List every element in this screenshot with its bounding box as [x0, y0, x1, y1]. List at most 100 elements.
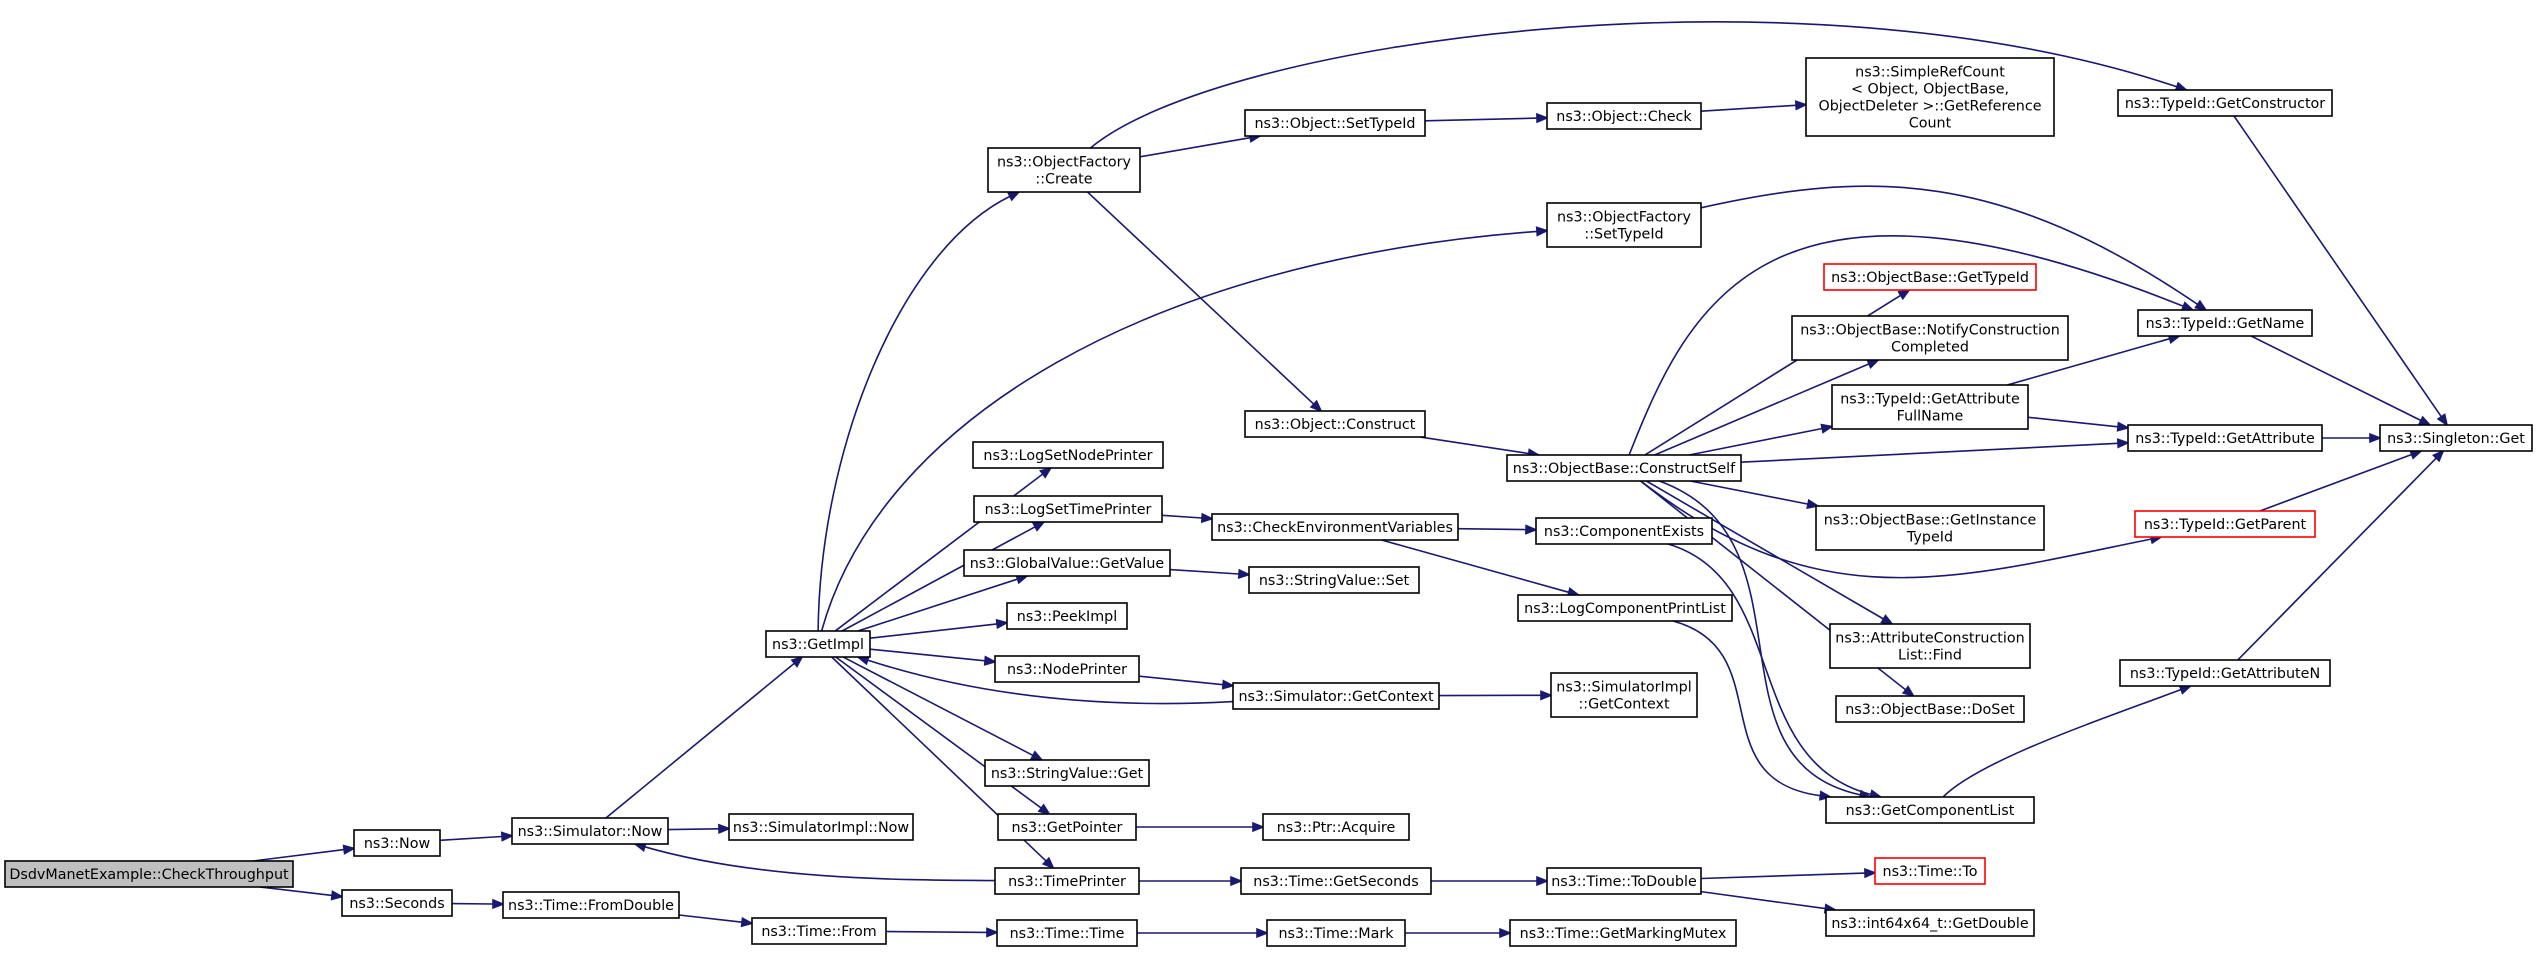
node-time-time[interactable]: ns3::Time::Time	[996, 919, 1138, 947]
node-box[interactable]	[1240, 867, 1432, 895]
node-box[interactable]	[728, 813, 914, 841]
node-stringvalue-set[interactable]: ns3::StringValue::Set	[1248, 566, 1420, 594]
node-box[interactable]	[1506, 454, 1742, 482]
node-box[interactable]	[1823, 263, 2037, 291]
node-typeid-getattribute[interactable]: ns3::TypeId::GetAttribute	[2127, 424, 2323, 452]
node-objectbase-doset[interactable]: ns3::ObjectBase::DoSet	[1835, 695, 2025, 723]
node-box[interactable]	[1517, 594, 1733, 622]
node-box[interactable]	[353, 829, 441, 857]
node-check-throughput[interactable]: DsdvManetExample::CheckThroughput	[4, 860, 294, 888]
node-box[interactable]	[1550, 672, 1698, 718]
node-box[interactable]	[502, 891, 680, 919]
node-box[interactable]	[341, 889, 453, 917]
node-time-to[interactable]: ns3::Time::To	[1874, 857, 1986, 885]
node-time-printer[interactable]: ns3::TimePrinter	[994, 867, 1140, 895]
node-stringvalue-get[interactable]: ns3::StringValue::Get	[984, 759, 1150, 787]
node-object-settypeid[interactable]: ns3::Object::SetTypeId	[1244, 109, 1426, 137]
node-box[interactable]	[2127, 424, 2323, 452]
node-objectfactory-settypeid[interactable]: ns3::ObjectFactory::SetTypeId	[1546, 202, 1702, 248]
node-box[interactable]	[1815, 505, 2045, 551]
node-box[interactable]	[973, 495, 1163, 523]
node-box[interactable]	[1546, 202, 1702, 248]
node-simulator-now[interactable]: ns3::Simulator::Now	[511, 817, 669, 845]
node-box[interactable]	[2379, 424, 2533, 452]
node-get-component-list[interactable]: ns3::GetComponentList	[1825, 796, 2035, 824]
node-object-construct[interactable]: ns3::Object::Construct	[1244, 410, 1426, 438]
node-box[interactable]	[765, 630, 871, 658]
node-globalvalue-getvalue[interactable]: ns3::GlobalValue::GetValue	[963, 549, 1171, 577]
node-box[interactable]	[1791, 315, 2069, 361]
node-int64x64-getdouble[interactable]: ns3::int64x64_t::GetDouble	[1825, 909, 2035, 937]
node-ptr-acquire[interactable]: ns3::Ptr::Acquire	[1262, 813, 1410, 841]
node-box[interactable]	[2134, 510, 2316, 538]
node-box[interactable]	[511, 817, 669, 845]
node-objectbase-gettypeid[interactable]: ns3::ObjectBase::GetTypeId	[1823, 263, 2037, 291]
node-time-from[interactable]: ns3::Time::From	[751, 917, 887, 945]
node-peek-impl[interactable]: ns3::PeekImpl	[1006, 602, 1128, 630]
node-singleton-get[interactable]: ns3::Singleton::Get	[2379, 424, 2533, 452]
node-box[interactable]	[972, 441, 1164, 469]
node-objectfactory-create[interactable]: ns3::ObjectFactory::Create	[987, 147, 1141, 193]
node-time-getmarkingmutex[interactable]: ns3::Time::GetMarkingMutex	[1509, 919, 1737, 947]
node-box[interactable]	[996, 919, 1138, 947]
node-box[interactable]	[1006, 602, 1128, 630]
node-time-getseconds[interactable]: ns3::Time::GetSeconds	[1240, 867, 1432, 895]
node-box[interactable]	[1825, 796, 2035, 824]
node-typeid-getattributen[interactable]: ns3::TypeId::GetAttributeN	[2119, 659, 2331, 687]
node-box[interactable]	[984, 759, 1150, 787]
node-typeid-getparent[interactable]: ns3::TypeId::GetParent	[2134, 510, 2316, 538]
node-box[interactable]	[2117, 89, 2333, 117]
node-get-pointer[interactable]: ns3::GetPointer	[997, 813, 1137, 841]
node-simulatorimpl-now[interactable]: ns3::SimulatorImpl::Now	[728, 813, 914, 841]
node-time-todouble[interactable]: ns3::Time::ToDouble	[1546, 867, 1702, 895]
node-now[interactable]: ns3::Now	[353, 829, 441, 857]
node-check-env-vars[interactable]: ns3::CheckEnvironmentVariables	[1211, 513, 1459, 541]
node-time-fromdouble[interactable]: ns3::Time::FromDouble	[502, 891, 680, 919]
node-typeid-getname[interactable]: ns3::TypeId::GetName	[2137, 309, 2313, 337]
node-get-impl[interactable]: ns3::GetImpl	[765, 630, 871, 658]
node-box[interactable]	[1874, 857, 1986, 885]
node-simulator-getcontext[interactable]: ns3::Simulator::GetContext	[1232, 682, 1440, 710]
node-box[interactable]	[1835, 695, 2025, 723]
node-box[interactable]	[1232, 682, 1440, 710]
node-box[interactable]	[2137, 309, 2313, 337]
node-box[interactable]	[1546, 867, 1702, 895]
node-box[interactable]	[1244, 410, 1426, 438]
node-node-printer[interactable]: ns3::NodePrinter	[994, 655, 1140, 683]
node-box[interactable]	[1262, 813, 1410, 841]
node-box[interactable]	[1546, 102, 1702, 130]
node-box[interactable]	[2119, 659, 2331, 687]
node-box[interactable]	[4, 860, 294, 888]
node-log-set-time-printer[interactable]: ns3::LogSetTimePrinter	[973, 495, 1163, 523]
node-box[interactable]	[997, 813, 1137, 841]
node-objectbase-notifyconstructioncompleted[interactable]: ns3::ObjectBase::NotifyConstructionCompl…	[1791, 315, 2069, 361]
node-simplerefcount-getrefcount[interactable]: ns3::SimpleRefCount< Object, ObjectBase,…	[1805, 57, 2055, 137]
node-time-mark[interactable]: ns3::Time::Mark	[1266, 919, 1406, 947]
node-box[interactable]	[994, 655, 1140, 683]
node-box[interactable]	[1266, 919, 1406, 947]
node-box[interactable]	[1535, 517, 1713, 545]
node-box[interactable]	[994, 867, 1140, 895]
node-box[interactable]	[1805, 57, 2055, 137]
node-box[interactable]	[1831, 384, 2029, 430]
node-box[interactable]	[1211, 513, 1459, 541]
node-objectbase-constructself[interactable]: ns3::ObjectBase::ConstructSelf	[1506, 454, 1742, 482]
node-box[interactable]	[963, 549, 1171, 577]
node-component-exists[interactable]: ns3::ComponentExists	[1535, 517, 1713, 545]
node-box[interactable]	[1244, 109, 1426, 137]
node-box[interactable]	[987, 147, 1141, 193]
node-box[interactable]	[1248, 566, 1420, 594]
node-box[interactable]	[1829, 623, 2031, 669]
node-simulatorimpl-getcontext[interactable]: ns3::SimulatorImpl::GetContext	[1550, 672, 1698, 718]
node-log-component-print-list[interactable]: ns3::LogComponentPrintList	[1517, 594, 1733, 622]
node-seconds[interactable]: ns3::Seconds	[341, 889, 453, 917]
node-box[interactable]	[751, 917, 887, 945]
node-typeid-getconstructor[interactable]: ns3::TypeId::GetConstructor	[2117, 89, 2333, 117]
node-box[interactable]	[1825, 909, 2035, 937]
node-object-check[interactable]: ns3::Object::Check	[1546, 102, 1702, 130]
node-box[interactable]	[1509, 919, 1737, 947]
node-log-set-node-printer[interactable]: ns3::LogSetNodePrinter	[972, 441, 1164, 469]
